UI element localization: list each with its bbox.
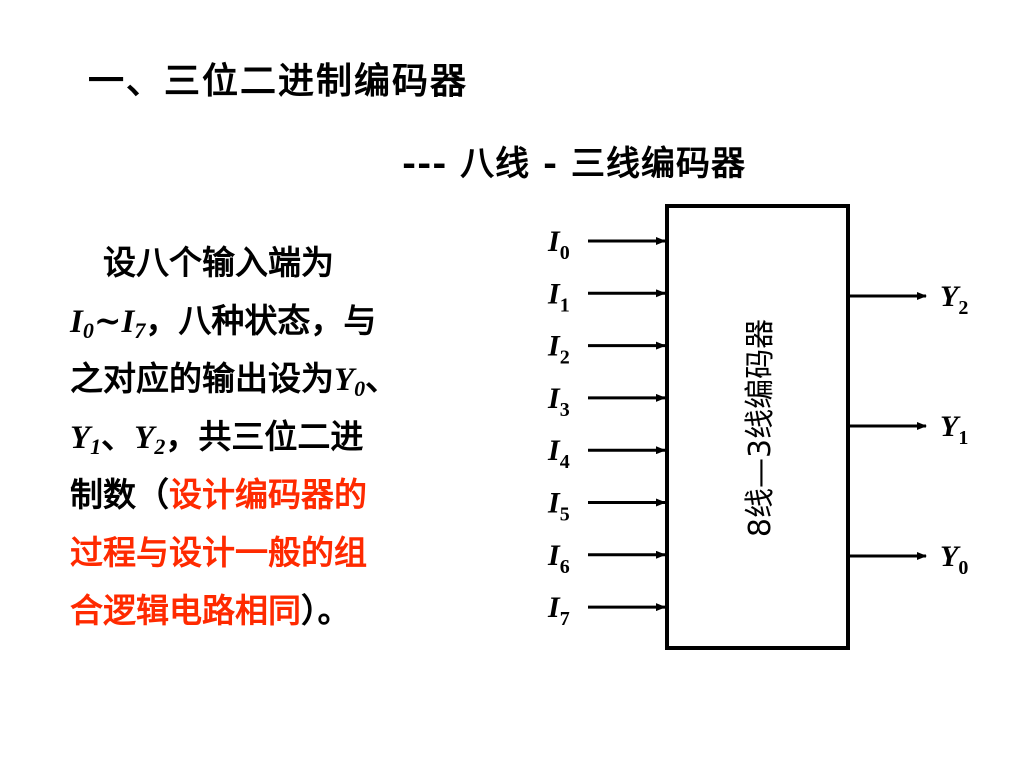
i7-sub: 7	[134, 318, 146, 343]
para-text-5-red: 设计编码器的	[169, 475, 367, 514]
input-label-4-base: I	[547, 434, 561, 467]
i0-sub: 0	[82, 318, 94, 343]
input-label-3-sub: 3	[560, 399, 570, 421]
output-label-0-sub: 2	[958, 297, 968, 319]
input-label-1: I1	[547, 277, 570, 316]
y0-base: Y	[334, 362, 355, 398]
description-paragraph: 设八个输入端为 I0~I7，八种状态，与 之对应的输出设为Y0、 Y1、Y2，共…	[70, 234, 490, 640]
para-text-1: 设八个输入端为	[103, 243, 334, 282]
encoder-block	[665, 204, 850, 650]
y1-base: Y	[70, 420, 91, 456]
y1-sub: 1	[90, 434, 102, 459]
para-line-6: 过程与设计一般的组	[70, 524, 490, 582]
para-text-5-black: 制数（	[70, 475, 169, 514]
input-label-7-sub: 7	[560, 608, 570, 630]
input-label-4: I4	[547, 434, 570, 473]
input-label-6-base: I	[547, 539, 561, 572]
para-text-3: 之对应的输出设为	[70, 359, 334, 398]
para-text-4: ，共三位二进	[165, 417, 364, 456]
input-label-5: I5	[547, 487, 570, 526]
input-label-2-base: I	[547, 330, 561, 363]
input-label-2: I2	[547, 330, 570, 369]
y2-base: Y	[134, 420, 155, 456]
para-line-4: Y1、Y2，共三位二进	[70, 408, 490, 466]
input-label-5-sub: 5	[560, 504, 570, 526]
para-line-5: 制数（设计编码器的	[70, 466, 490, 524]
para-sep-4: 、	[101, 417, 135, 456]
output-label-1: Y1	[940, 410, 968, 449]
para-text-6-red: 过程与设计一般的组	[70, 533, 367, 572]
slide-title: 一、三位二进制编码器	[88, 60, 469, 102]
output-label-2-sub: 0	[958, 557, 968, 579]
i0-base: I	[70, 304, 83, 340]
encoder-block-label: 8线—3线编码器	[743, 319, 778, 537]
input-label-6-sub: 6	[560, 556, 570, 578]
para-text-2: ，八种状态，与	[145, 301, 377, 340]
input-label-0-sub: 0	[560, 242, 570, 264]
output-label-1-base: Y	[940, 410, 961, 443]
para-line-1: 设八个输入端为	[70, 234, 490, 292]
para-text-7-black: ）。	[301, 591, 351, 630]
input-label-3-base: I	[547, 382, 561, 415]
input-label-6: I6	[547, 539, 570, 578]
tilde: ~	[93, 301, 122, 340]
input-label-2-sub: 2	[560, 347, 570, 369]
output-label-0-base: Y	[940, 280, 961, 313]
input-label-5-base: I	[547, 487, 561, 520]
output-label-2-base: Y	[940, 540, 961, 573]
i7-symbol: I7	[121, 304, 146, 343]
y2-sub: 2	[154, 434, 166, 459]
input-label-0-base: I	[547, 225, 561, 258]
para-text-7-red: 合逻辑电路相同	[70, 591, 301, 630]
input-label-3: I3	[547, 382, 570, 421]
input-label-4-sub: 4	[560, 451, 570, 473]
input-label-0: I0	[547, 225, 570, 264]
output-label-2: Y0	[940, 540, 968, 579]
y1-symbol: Y1	[70, 420, 102, 459]
para-sep-3: 、	[365, 359, 399, 398]
y2-symbol: Y2	[134, 420, 166, 459]
input-label-1-sub: 1	[560, 294, 570, 316]
slide-subtitle: --- 八线 - 三线编码器	[402, 144, 746, 184]
para-line-2: I0~I7，八种状态，与	[70, 292, 490, 350]
output-label-0: Y2	[940, 280, 968, 319]
input-label-7: I7	[547, 591, 570, 630]
y0-symbol: Y0	[334, 362, 366, 401]
i7-base: I	[121, 304, 135, 340]
para-line-3: 之对应的输出设为Y0、	[70, 350, 490, 408]
y0-sub: 0	[354, 376, 366, 401]
output-label-1-sub: 1	[958, 427, 968, 449]
para-line-7: 合逻辑电路相同）。	[70, 582, 490, 640]
i0-symbol: I0	[70, 304, 94, 343]
input-label-1-base: I	[547, 277, 561, 310]
input-label-7-base: I	[547, 591, 561, 624]
